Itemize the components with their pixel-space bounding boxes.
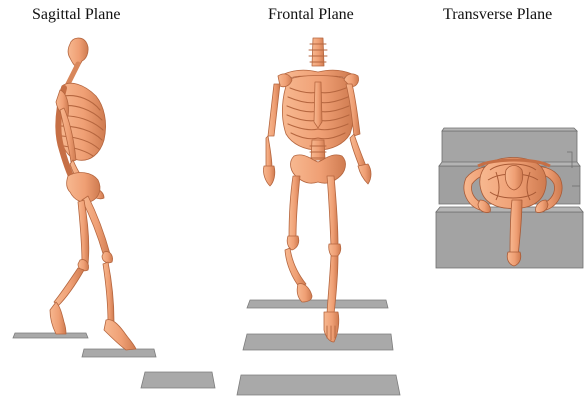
frontal-skeleton [263,38,371,342]
frontal-step-plates [237,300,400,395]
sagittal-front-tibia [103,262,114,323]
frontal-left-tibia [285,248,306,288]
frontal-left-foot [297,284,312,302]
frontal-left-hand [263,166,274,186]
frontal-panel [237,38,400,395]
transverse-skull [505,166,522,191]
frontal-right-femur [327,176,338,246]
sagittal-panel [13,38,215,388]
sagittal-step-plates [13,333,215,388]
frontal-right-forearm [350,134,366,168]
sagittal-step-1 [13,333,88,338]
frontal-left-femur [289,176,300,238]
frontal-step-1 [247,300,388,308]
frontal-sternum [314,82,322,128]
frontal-step-2 [243,334,393,350]
sagittal-skeleton [50,38,136,350]
sagittal-front-knee [102,252,113,263]
frontal-lumbar-spine [311,140,325,160]
sagittal-front-foot [104,320,136,350]
sagittal-step-3 [141,372,215,388]
sagittal-pelvis [67,173,100,203]
frontal-step-3 [237,375,400,395]
sagittal-back-tibia [54,268,84,306]
frontal-left-forearm [266,136,272,168]
frontal-left-knee [287,236,299,250]
frontal-left-humerus [268,84,280,136]
sagittal-step-2 [82,349,156,357]
sagittal-back-foot [50,302,66,334]
frontal-right-hand [358,164,371,184]
transverse-panel [436,128,583,268]
